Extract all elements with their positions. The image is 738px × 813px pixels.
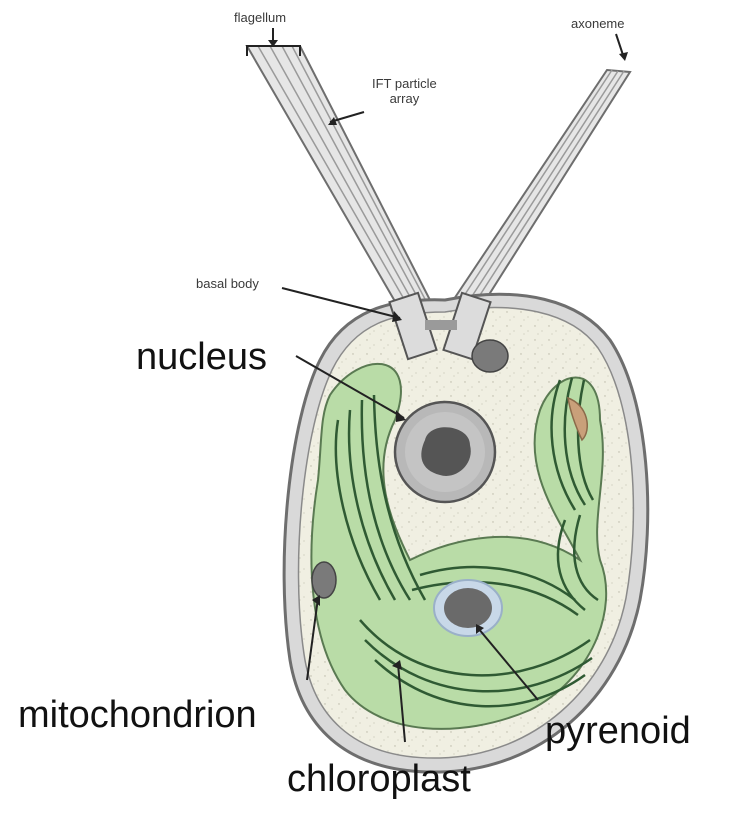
label-basal-body: basal body — [196, 276, 259, 291]
right-flagellum — [452, 70, 630, 312]
label-pyrenoid: pyrenoid — [545, 710, 691, 753]
label-axoneme: axoneme — [571, 16, 624, 31]
pyrenoid-shape — [434, 580, 502, 636]
label-flagellum: flagellum — [234, 10, 286, 25]
mitochondrion-shape-top — [472, 340, 508, 372]
mitochondrion-shape-left — [312, 562, 336, 598]
nucleus-shape — [395, 402, 495, 502]
label-nucleus: nucleus — [136, 336, 267, 379]
label-ift-particle-array: IFT particle array — [372, 76, 437, 106]
label-mitochondrion: mitochondrion — [18, 694, 257, 737]
label-chloroplast: chloroplast — [287, 758, 471, 801]
